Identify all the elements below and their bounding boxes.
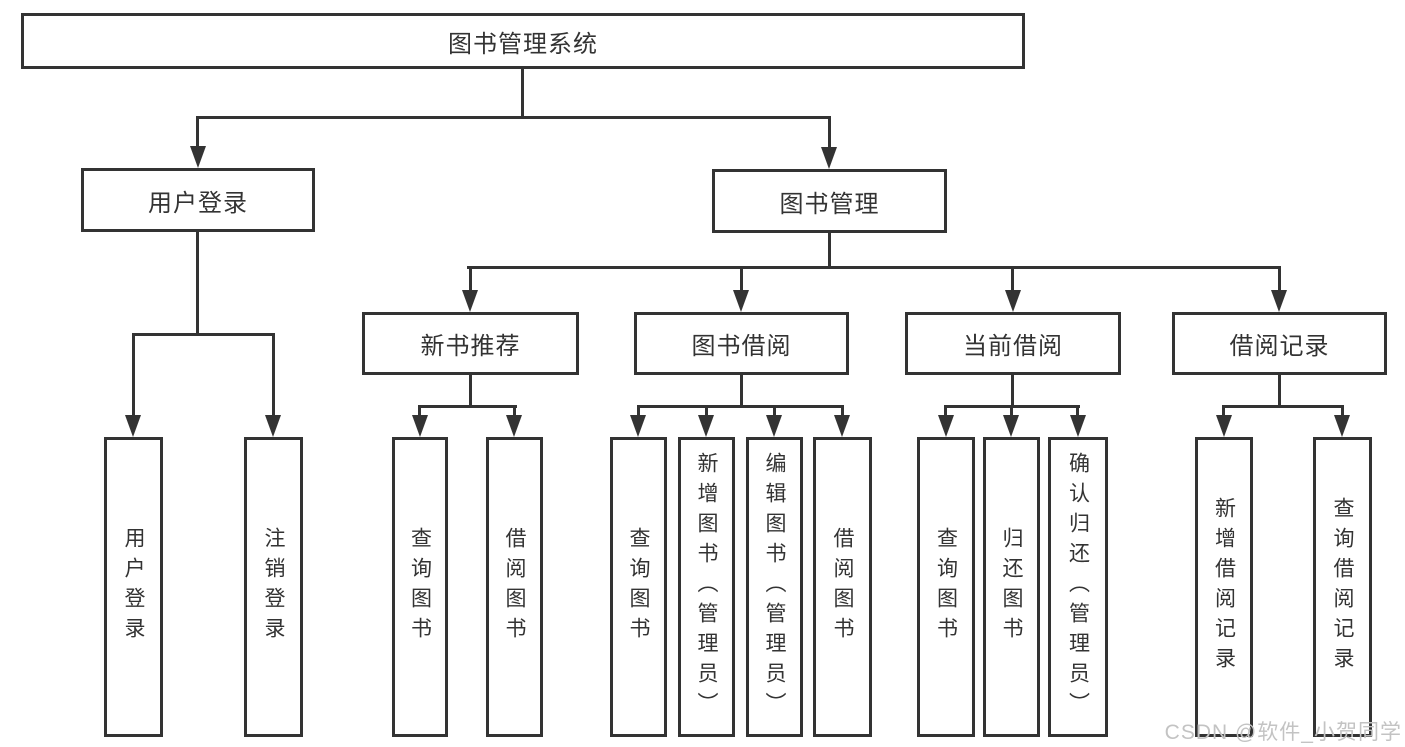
connector-hline [196,116,831,119]
connector-vline [1011,266,1014,292]
connector-vline [1010,405,1013,419]
csdn-watermark: CSDN @软件_小贺同学 [1164,721,1402,744]
connector-vline [513,405,516,419]
arrow-down-icon [506,415,522,437]
connector-vline [828,233,831,268]
connector-vline [1011,375,1014,407]
arrow-down-icon [1005,290,1021,312]
node-user-login: 用户登录 [81,168,315,232]
connector-vline [1341,405,1344,419]
connector-vline [828,116,831,149]
arrow-down-icon [821,147,837,169]
arrow-down-icon [766,415,782,437]
arrow-down-icon [1271,290,1287,312]
connector-vline [1278,375,1281,407]
arrow-down-icon [1003,415,1019,437]
leaf-borrow-books-2: 借阅图书 [813,437,872,737]
node-book-management: 图书管理 [712,169,947,233]
arrow-down-icon [834,415,850,437]
connector-vline [1222,405,1225,419]
connector-vline [469,375,472,407]
connector-vline [740,375,743,407]
arrow-down-icon [938,415,954,437]
leaf-borrow-books-1: 借阅图书 [486,437,543,737]
arrow-down-icon [190,146,206,168]
connector-vline [418,405,421,419]
connector-vline [196,232,199,335]
connector-vline [740,266,743,292]
arrow-down-icon [412,415,428,437]
leaf-edit-books-admin: 编辑图书（管理员） [746,437,803,737]
connector-hline [1222,405,1344,408]
connector-vline [1278,266,1281,292]
leaf-user-login: 用户登录 [104,437,163,737]
node-library-system: 图书管理系统 [21,13,1025,69]
node-borrowing-records: 借阅记录 [1172,312,1387,375]
arrow-down-icon [1334,415,1350,437]
connector-hline [418,405,517,408]
connector-vline [944,405,947,419]
leaf-query-borrow-record: 查询借阅记录 [1313,437,1372,737]
arrow-down-icon [630,415,646,437]
leaf-query-books-2: 查询图书 [610,437,667,737]
leaf-logout: 注销登录 [244,437,303,737]
leaf-add-borrow-record: 新增借阅记录 [1195,437,1253,737]
connector-vline [521,69,524,118]
leaf-add-books-admin: 新增图书（管理员） [678,437,735,737]
arrow-down-icon [698,415,714,437]
leaf-query-books-1: 查询图书 [392,437,448,737]
arrow-down-icon [1216,415,1232,437]
connector-vline [132,333,135,419]
node-new-book-recommend: 新书推荐 [362,312,579,375]
leaf-return-books: 归还图书 [983,437,1040,737]
connector-vline [841,405,844,419]
leaf-confirm-return-admin: 确认归还（管理员） [1048,437,1108,737]
arrow-down-icon [733,290,749,312]
connector-hline [467,266,1281,269]
connector-vline [1076,405,1079,419]
connector-vline [196,116,199,148]
connector-hline [132,333,275,336]
connector-vline [773,405,776,419]
connector-vline [272,333,275,419]
node-current-borrowing: 当前借阅 [905,312,1121,375]
leaf-query-books-3: 查询图书 [917,437,975,737]
connector-vline [705,405,708,419]
arrow-down-icon [1070,415,1086,437]
connector-vline [469,266,472,292]
node-book-borrowing: 图书借阅 [634,312,849,375]
connector-hline [637,405,844,408]
arrow-down-icon [462,290,478,312]
arrow-down-icon [265,415,281,437]
arrow-down-icon [125,415,141,437]
connector-vline [637,405,640,419]
